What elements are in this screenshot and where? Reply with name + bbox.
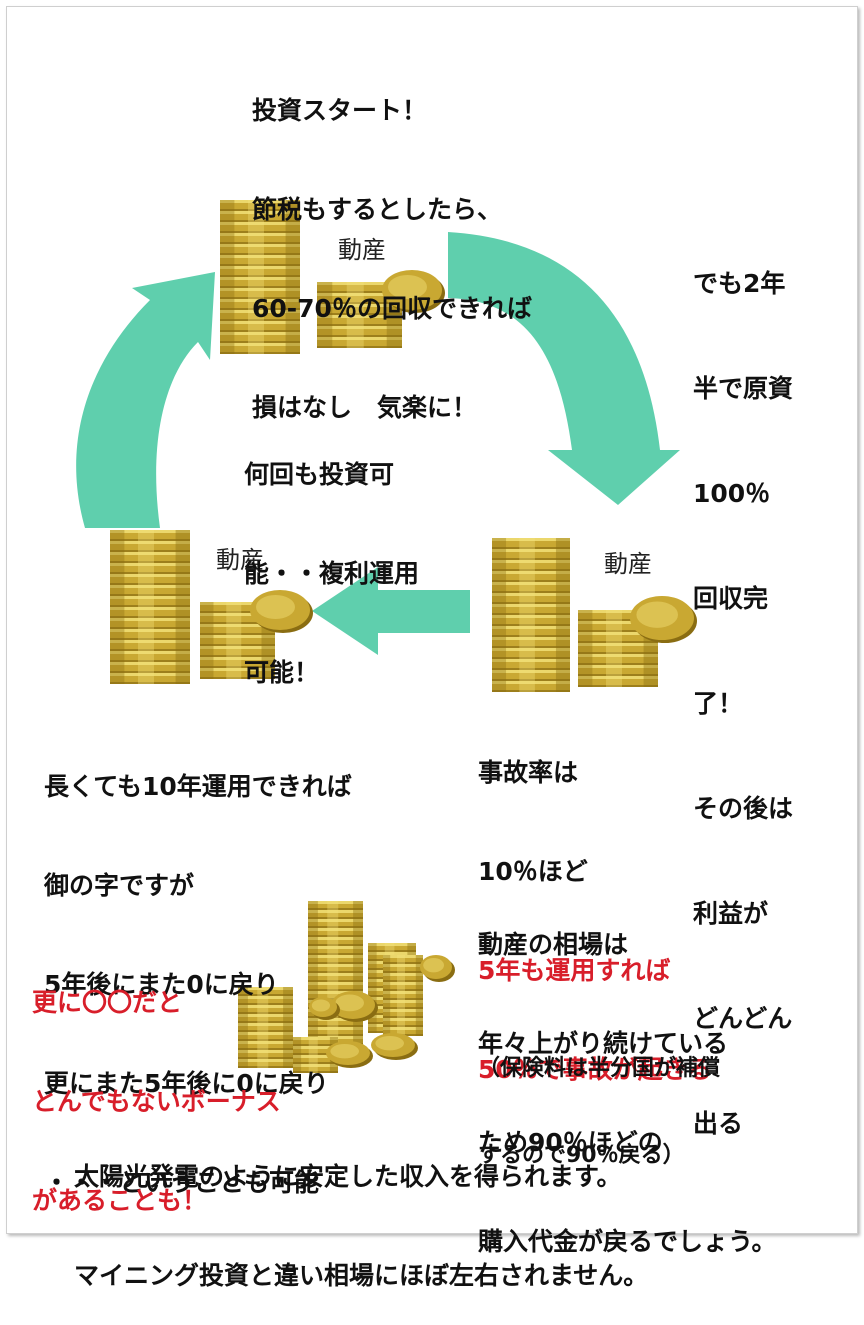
node-label-left: 動産 xyxy=(216,546,264,574)
coin-pile-bonus xyxy=(238,901,455,1073)
bonus-note-line: とんでもないボーナス xyxy=(32,1087,281,1116)
page-frame xyxy=(6,6,858,1234)
bonus-note-line: があることも！ xyxy=(32,1186,208,1215)
coin-lying xyxy=(420,955,455,982)
top-note-line: 損はなし 気楽に！ xyxy=(252,393,478,422)
cycle-arrows xyxy=(76,232,680,655)
coin-stack-column xyxy=(492,538,570,692)
left-note-line: 更にまた5年後に0に戻り xyxy=(44,1069,329,1098)
top-note-line: 節税もするとしたら、 xyxy=(252,195,503,224)
bonus-note-line: 更に〇〇だと xyxy=(32,988,183,1017)
center-note: 何回も投資可 能・・複利運用 可能！ xyxy=(244,392,419,722)
coin-lying xyxy=(630,596,697,643)
right-note-line: 了！ xyxy=(693,689,744,718)
left-note-line: 5年後にまた0に戻り xyxy=(44,970,279,999)
coin-stack-column xyxy=(220,200,300,354)
coin-stack-column xyxy=(383,955,423,1036)
coin-lying xyxy=(331,991,378,1022)
arrow-right-to-left xyxy=(312,567,470,655)
coin-stack-column xyxy=(110,530,190,684)
center-note-line: 何回も投資可 xyxy=(244,460,395,489)
coin-stack-left xyxy=(110,530,313,684)
left-note: 長くても10年運用できれば 御の字ですが 5年後にまた0に戻り 更にまた5年後に… xyxy=(44,704,352,1232)
coin-lying xyxy=(309,997,340,1020)
market-note-line: ため90％ほどの xyxy=(478,1128,663,1157)
coin-stack-column xyxy=(238,987,293,1068)
market-note-line: 動産の相場は xyxy=(478,930,629,959)
top-note-line: 60-70％の回収できれば xyxy=(252,294,532,323)
coin-lying xyxy=(326,1041,373,1068)
bottom-note-line: マイニング投資と違い相場にほぼ左右されません。 xyxy=(74,1261,649,1290)
left-note-line: 長くても10年運用できれば xyxy=(44,772,352,801)
insurance-note-line: （保険料は半分国が補償 xyxy=(478,1056,721,1081)
left-note-line: 御の字ですが xyxy=(44,871,195,900)
accident-warning-line: 5年も運用すれば xyxy=(478,956,671,985)
bottom-note: 太陽光発電のように安定した収入を得られます。 マイニング投資と違い相場にほぼ左右… xyxy=(74,1094,648,1325)
right-note-line: 半で原資 xyxy=(693,374,794,403)
right-note-line: 出る xyxy=(693,1109,744,1138)
insurance-note-line: するので90％戻る） xyxy=(478,1143,685,1168)
right-note: でも2年 半で原資 100％ 回収完 了！ その後は 利益が どんどん 出る xyxy=(693,196,793,1176)
coin-lying xyxy=(371,1033,418,1060)
accident-line: 事故率は xyxy=(478,758,579,787)
right-note-line: 利益が xyxy=(693,899,769,928)
coin-lying xyxy=(382,270,445,313)
left-note-line: ・・・ということも可能 xyxy=(44,1168,320,1197)
right-note-line: その後は xyxy=(693,794,794,823)
node-label-right: 動産 xyxy=(604,550,652,578)
node-label-top: 動産 xyxy=(338,236,386,264)
accident-line: 10％ほど xyxy=(478,857,588,886)
bottom-note-line: 太陽光発電のように安定した収入を得られます。 xyxy=(74,1162,622,1191)
market-note-line: 年々上がり続けている xyxy=(478,1029,729,1058)
top-note: 投資スタート！ 節税もするとしたら、 60-70％の回収できれば 損はなし 気楽… xyxy=(252,28,532,457)
coin-lying xyxy=(250,590,313,633)
arrow-top-to-right xyxy=(448,232,680,505)
right-note-line: 100％ xyxy=(693,479,771,508)
bonus-note: 更に〇〇だと とんでもないボーナス があることも！ xyxy=(32,920,281,1250)
coin-stack-top xyxy=(220,200,445,354)
accident-note: 事故率は 10％ほど 5年も運用すれば 50％で事故が起きる xyxy=(478,690,712,1119)
insurance-note: （保険料は半分国が補償 するので90％戻る） xyxy=(478,996,720,1199)
right-note-line: どんどん xyxy=(693,1004,793,1033)
right-note-line: 回収完 xyxy=(693,584,769,613)
right-note-line: でも2年 xyxy=(693,269,786,298)
arrow-left-to-top xyxy=(76,272,215,528)
accident-warning-line: 50％で事故が起きる xyxy=(478,1055,713,1084)
top-note-line: 投資スタート！ xyxy=(252,96,428,125)
center-note-line: 能・・複利運用 xyxy=(244,559,420,588)
center-note-line: 可能！ xyxy=(244,658,320,687)
coin-stack-right xyxy=(492,538,697,692)
